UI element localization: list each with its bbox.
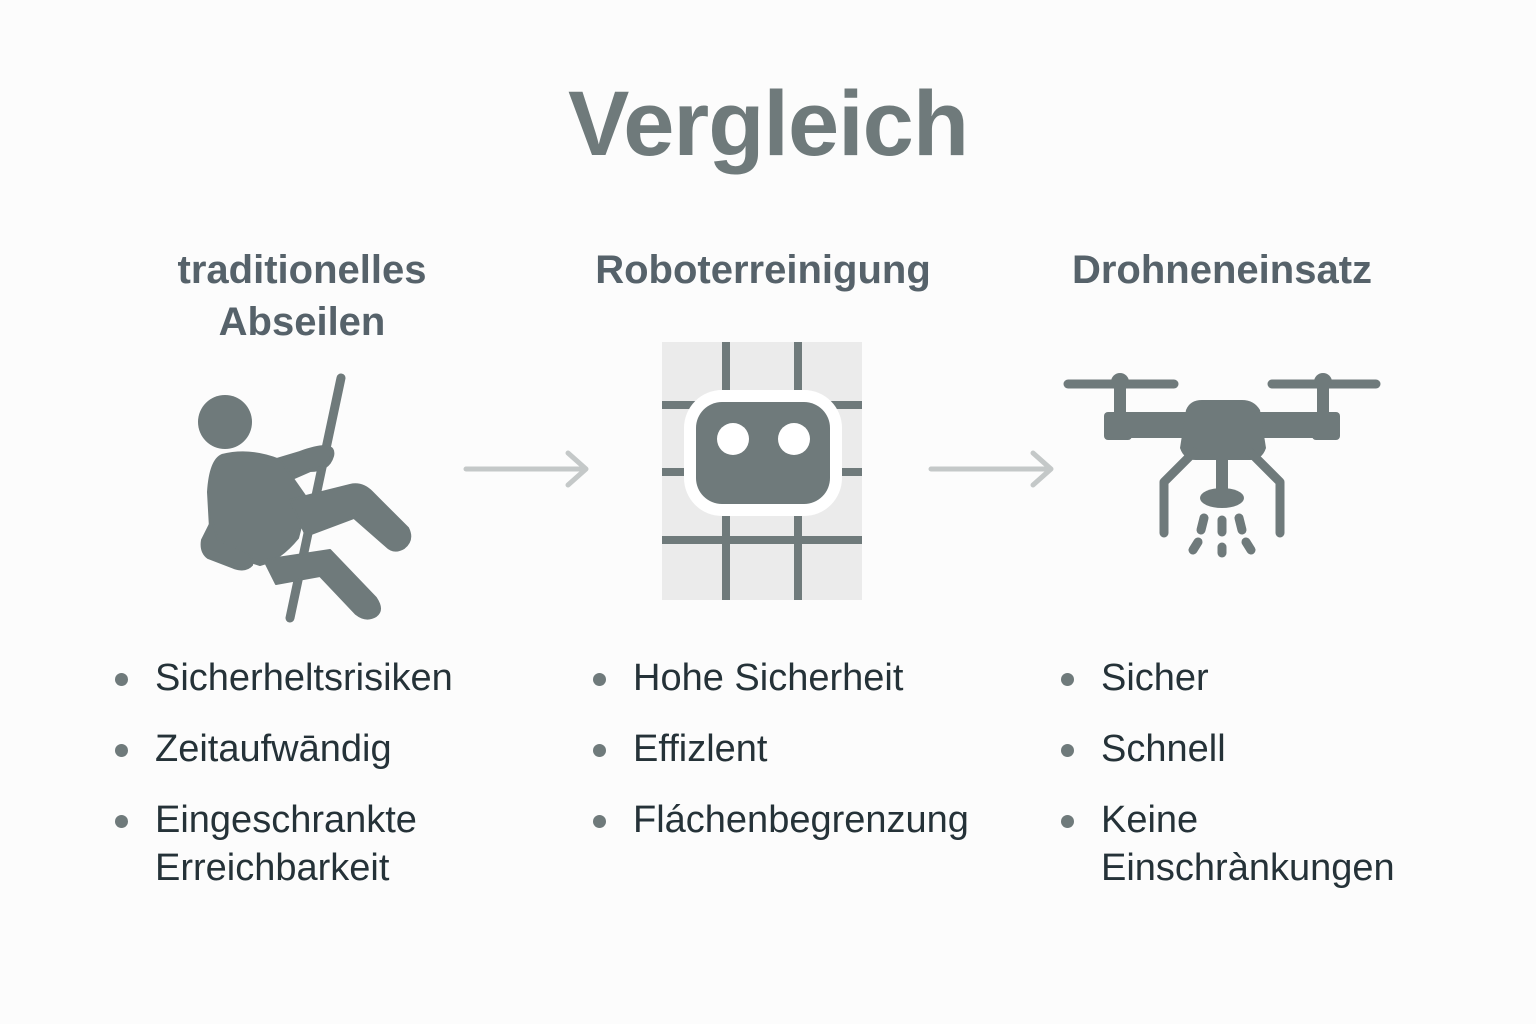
rappelling-person-icon <box>198 373 412 623</box>
column-heading-drohne: Drohneneinsatz <box>1020 244 1424 296</box>
list-item-text: Sicher <box>1101 657 1209 699</box>
list-item: Sicher <box>1061 654 1441 702</box>
bullet-icon <box>1061 744 1074 757</box>
page-title: Vergleich <box>567 73 969 175</box>
column-heading-abseilen: traditionelles Abseilen <box>100 244 504 348</box>
feature-list-drohne: Sicher Schnell Keine Einschrànkungen <box>1061 654 1441 915</box>
list-item: Eingeschrankte Erreichbarkeit <box>115 796 475 892</box>
feature-list-abseilen: Sicherheltsrisiken Zeitaufwāndig Eingesc… <box>115 654 515 915</box>
list-item: Hohe Sicherheit <box>593 654 1013 702</box>
list-item-text: Fláchenbegrenzung <box>633 799 969 841</box>
spraying-drone-icon <box>1063 373 1381 558</box>
list-item: Effizlent <box>593 725 1013 773</box>
arrow-right-icon <box>928 450 1054 488</box>
heading-line: Roboterreinigung <box>595 248 931 292</box>
bullet-icon <box>593 815 606 828</box>
heading-line: Abseilen <box>218 300 386 344</box>
feature-list-roboter: Hohe Sicherheit Effizlent Fláchenbegrenz… <box>593 654 1013 867</box>
cleaning-robot-icon <box>662 342 862 600</box>
list-item-text: Schnell <box>1101 728 1226 770</box>
list-item: Keine Einschrànkungen <box>1061 796 1401 892</box>
list-item-text: Eingeschrankte Erreichbarkeit <box>155 799 417 889</box>
bullet-icon <box>593 744 606 757</box>
list-item: Zeitaufwāndig <box>115 725 515 773</box>
bullet-icon <box>115 744 128 757</box>
list-item: Sicherheltsrisiken <box>115 654 515 702</box>
heading-line: traditionelles <box>177 248 427 292</box>
column-heading-roboter: Roboterreinigung <box>552 244 974 296</box>
arrow-right-icon <box>463 450 589 488</box>
list-item-text: Zeitaufwāndig <box>155 728 392 770</box>
list-item: Schnell <box>1061 725 1441 773</box>
list-item-text: Effizlent <box>633 728 768 770</box>
bullet-icon <box>115 815 128 828</box>
bullet-icon <box>1061 815 1074 828</box>
heading-line: Drohneneinsatz <box>1071 248 1373 292</box>
bullet-icon <box>1061 673 1074 686</box>
list-item-text: Keine Einschrànkungen <box>1101 799 1395 889</box>
list-item: Fláchenbegrenzung <box>593 796 1013 844</box>
list-item-text: Sicherheltsrisiken <box>155 657 453 699</box>
list-item-text: Hohe Sicherheit <box>633 657 904 699</box>
bullet-icon <box>593 673 606 686</box>
bullet-icon <box>115 673 128 686</box>
